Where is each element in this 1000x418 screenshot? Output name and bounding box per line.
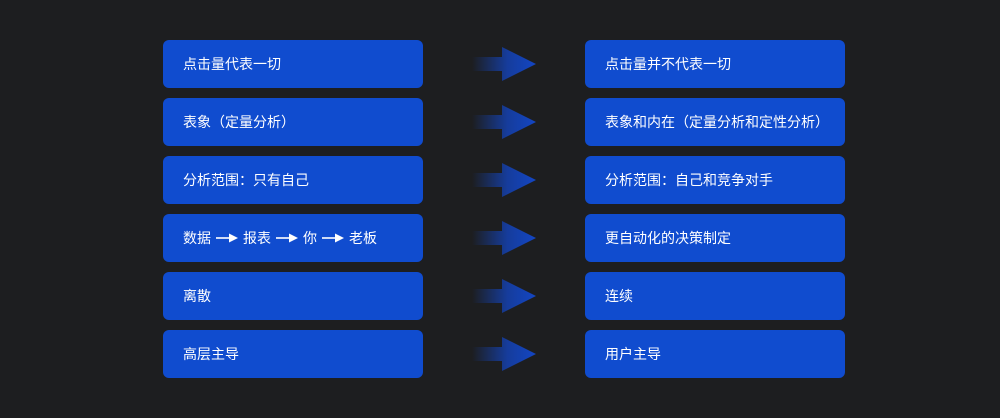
before-label: 离散 <box>183 289 211 305</box>
before-box: 高层主导 <box>163 330 423 378</box>
after-label: 更自动化的决策制定 <box>605 231 731 247</box>
report-flow: 数据 报表 你 老板 <box>183 228 377 248</box>
before-box: 表象（定量分析） <box>163 98 423 146</box>
right-arrow-icon <box>472 47 536 81</box>
before-label: 点击量代表一切 <box>183 57 281 73</box>
flow-step: 数据 <box>183 231 211 247</box>
flow-step: 你 <box>303 231 317 247</box>
after-box: 更自动化的决策制定 <box>585 214 845 262</box>
comparison-row: 表象（定量分析） 表象和内在（定量分析和定性分析） <box>0 98 1000 146</box>
after-label: 用户主导 <box>605 347 661 363</box>
after-box: 连续 <box>585 272 845 320</box>
comparison-row: 分析范围：只有自己 分析范围：自己和竞争对手 <box>0 156 1000 204</box>
after-box: 点击量并不代表一切 <box>585 40 845 88</box>
before-box: 离散 <box>163 272 423 320</box>
before-box: 点击量代表一切 <box>163 40 423 88</box>
comparison-row: 离散 连续 <box>0 272 1000 320</box>
comparison-row: 高层主导 用户主导 <box>0 330 1000 378</box>
right-arrow-icon <box>472 163 536 197</box>
after-label: 表象和内在（定量分析和定性分析） <box>605 115 829 131</box>
before-box: 数据 报表 你 老板 <box>163 214 423 262</box>
flow-step: 报表 <box>243 231 271 247</box>
after-box: 分析范围：自己和竞争对手 <box>585 156 845 204</box>
right-arrow-icon <box>472 279 536 313</box>
right-arrow-icon <box>472 105 536 139</box>
after-box: 表象和内在（定量分析和定性分析） <box>585 98 845 146</box>
comparison-row: 数据 报表 你 老板 更自动化的决策制定 <box>0 214 1000 262</box>
after-label: 连续 <box>605 289 633 305</box>
arrow-right-icon <box>322 233 344 243</box>
before-label: 高层主导 <box>183 347 239 363</box>
after-label: 点击量并不代表一切 <box>605 57 731 73</box>
comparison-row: 点击量代表一切 点击量并不代表一切 <box>0 40 1000 88</box>
before-label: 表象（定量分析） <box>183 115 295 131</box>
after-box: 用户主导 <box>585 330 845 378</box>
right-arrow-icon <box>472 221 536 255</box>
arrow-right-icon <box>216 233 238 243</box>
arrow-right-icon <box>276 233 298 243</box>
before-label: 分析范围：只有自己 <box>183 173 309 189</box>
right-arrow-icon <box>472 337 536 371</box>
before-box: 分析范围：只有自己 <box>163 156 423 204</box>
flow-step: 老板 <box>349 231 377 247</box>
after-label: 分析范围：自己和竞争对手 <box>605 173 773 189</box>
